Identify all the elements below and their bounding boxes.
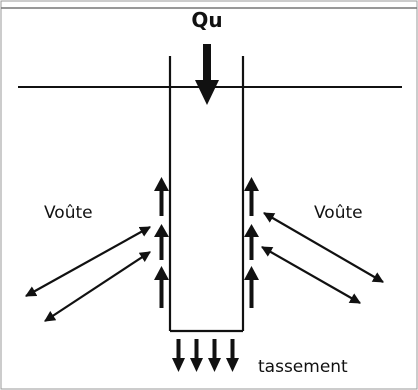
arch-label-right: Voûte [314,203,363,223]
shaft-friction-arrow-up-icon [154,224,169,260]
shaft-friction-arrow-up-icon [154,266,169,308]
shaft-friction-arrow-up-icon [244,266,259,308]
shaft-friction-arrow-up-icon [244,224,259,260]
settlement-arrows [172,339,239,372]
arch-double-arrow-icon [25,226,151,297]
settlement-label: tassement [258,357,348,377]
settlement-arrow-down-icon [190,339,203,372]
settlement-arrow-down-icon [172,339,185,372]
left-shaft-friction-arrows [154,177,169,308]
arch-double-arrow-icon [44,251,151,322]
arch-label-left: Voûte [44,203,93,223]
shaft-friction-arrow-up-icon [244,177,259,216]
settlement-arrow-down-icon [226,339,239,372]
settlement-arrow-down-icon [208,339,221,372]
arch-double-arrow-icon [263,212,384,283]
load-arrow [195,44,219,105]
shaft-friction-arrow-up-icon [154,177,169,216]
right-shaft-friction-arrows [244,177,259,308]
arch-arrows-right [261,212,384,304]
arch-double-arrow-icon [261,246,361,304]
arch-arrows-left [25,226,151,322]
pile [168,56,245,333]
load-label: Qu [191,8,222,32]
